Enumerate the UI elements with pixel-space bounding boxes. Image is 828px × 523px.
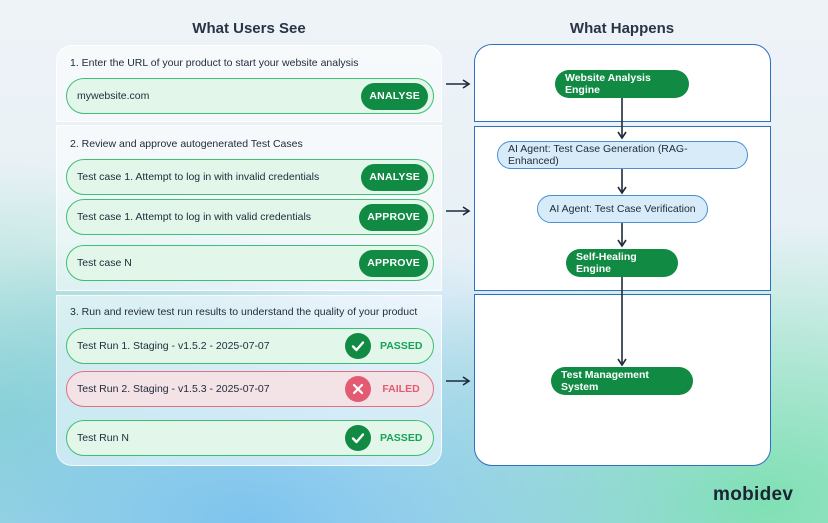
test-case-row: Test case N APPROVE	[66, 245, 434, 281]
test-case-label: Test case 1. Attempt to log in with vali…	[77, 211, 312, 223]
section-2-title: 2. Review and approve autogenerated Test…	[70, 138, 303, 150]
cross-icon	[345, 376, 371, 402]
test-run-status: FAILED	[345, 376, 422, 402]
section-3-panel: 3. Run and review test run results to un…	[56, 295, 442, 466]
section-1-title: 1. Enter the URL of your product to star…	[70, 57, 359, 69]
right-column-title: What Happens	[569, 20, 675, 37]
test-run-status: PASSED	[345, 425, 422, 451]
check-icon	[345, 425, 371, 451]
test-run-row[interactable]: Test Run 2. Staging - v1.5.3 - 2025-07-0…	[66, 371, 434, 407]
website-analysis-engine-node: Website Analysis Engine	[555, 70, 689, 98]
section-2-panel: 2. Review and approve autogenerated Test…	[56, 125, 442, 291]
test-run-label: Test Run N	[77, 432, 129, 444]
check-icon	[345, 333, 371, 359]
test-case-action-button[interactable]: APPROVE	[359, 249, 428, 277]
test-case-row: Test case 1. Attempt to log in with inva…	[66, 159, 434, 195]
mobidev-logo: mobidev	[713, 484, 794, 505]
status-label: PASSED	[380, 340, 423, 352]
test-case-action-button[interactable]: ANALYSE	[361, 163, 428, 191]
test-management-system-node: Test Management System	[551, 367, 693, 395]
test-case-label: Test case N	[77, 257, 132, 269]
test-case-verification-node: AI Agent: Test Case Verification	[537, 195, 708, 223]
status-label: FAILED	[382, 383, 420, 395]
test-case-action-button[interactable]: APPROVE	[359, 203, 428, 231]
test-run-row[interactable]: Test Run 1. Staging - v1.5.2 - 2025-07-0…	[66, 328, 434, 364]
test-run-label: Test Run 1. Staging - v1.5.2 - 2025-07-0…	[77, 340, 270, 352]
analyse-url-button[interactable]: ANALYSE	[361, 82, 428, 110]
test-case-generation-node: AI Agent: Test Case Generation (RAG-Enha…	[497, 141, 748, 169]
url-input-value[interactable]: mywebsite.com	[77, 90, 150, 102]
left-column-title: What Users See	[192, 20, 306, 37]
self-healing-engine-node: Self-Healing Engine	[566, 249, 678, 277]
url-input-row: mywebsite.com ANALYSE	[66, 78, 434, 114]
test-run-row[interactable]: Test Run N PASSED	[66, 420, 434, 456]
status-label: PASSED	[380, 432, 423, 444]
test-case-label: Test case 1. Attempt to log in with inva…	[77, 171, 320, 183]
section-3-title: 3. Run and review test run results to un…	[70, 306, 418, 318]
test-run-label: Test Run 2. Staging - v1.5.3 - 2025-07-0…	[77, 383, 270, 395]
section-1-panel: 1. Enter the URL of your product to star…	[56, 45, 442, 122]
test-run-status: PASSED	[345, 333, 422, 359]
test-case-row: Test case 1. Attempt to log in with vali…	[66, 199, 434, 235]
